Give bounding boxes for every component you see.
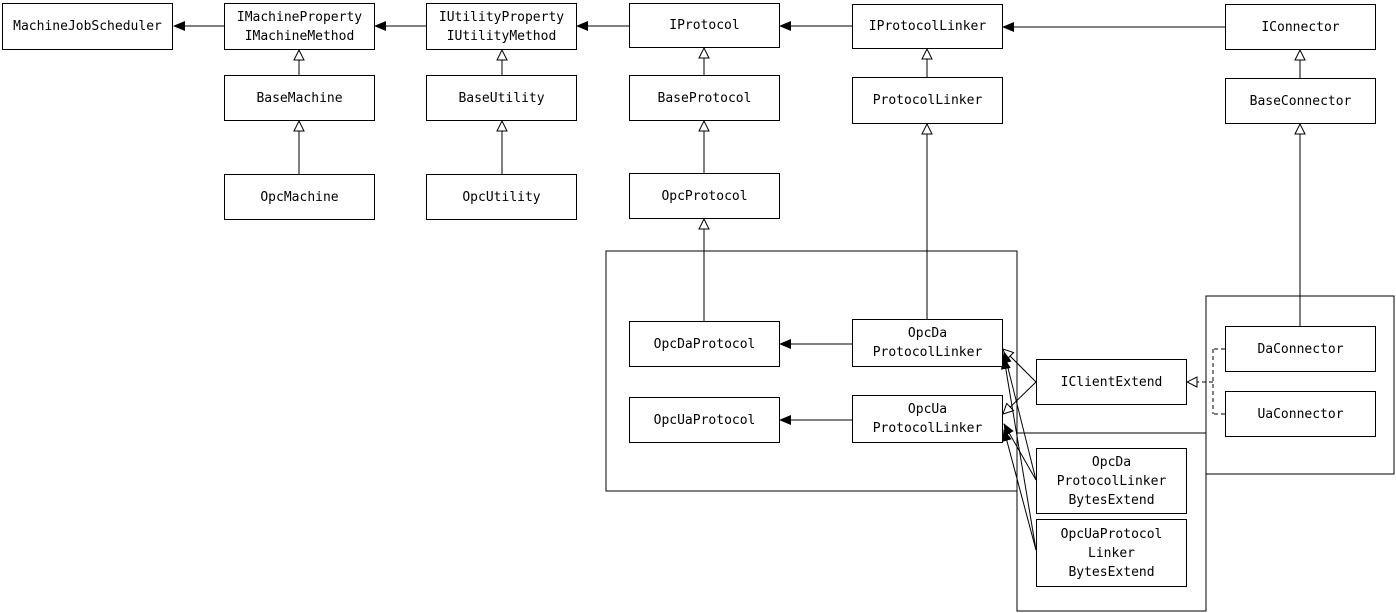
node-da-connector: DaConnector (1225, 326, 1376, 372)
node-base-machine: BaseMachine (224, 75, 375, 121)
bytes-extend-group-frame (1016, 432, 1207, 612)
node-iutility: IUtilityProperty IUtilityMethod (426, 3, 577, 50)
node-iclient-extend: IClientExtend (1036, 359, 1187, 405)
node-iconnector: IConnector (1225, 4, 1376, 50)
opc-protocol-group-frame (605, 250, 1018, 492)
node-protocol-linker: ProtocolLinker (852, 77, 1003, 124)
node-base-protocol: BaseProtocol (629, 75, 780, 121)
node-opc-da-bytes-extend: OpcDa ProtocolLinker BytesExtend (1036, 448, 1187, 514)
edge-uabytes-to-opcdalinker (1000, 357, 1037, 551)
node-iprotocol-linker: IProtocolLinker (852, 4, 1003, 49)
node-opc-ua-protocol: OpcUaProtocol (629, 397, 780, 443)
node-base-utility: BaseUtility (426, 75, 577, 121)
node-opc-ua-protocol-linker: OpcUa ProtocolLinker (852, 395, 1003, 443)
node-opc-da-protocol: OpcDaProtocol (629, 321, 780, 367)
node-opc-ua-bytes-extend: OpcUaProtocol Linker BytesExtend (1036, 519, 1187, 587)
edge-opcualinker-realizes-iclientextend (1003, 381, 1037, 414)
node-opc-utility: OpcUtility (426, 174, 577, 220)
node-base-connector: BaseConnector (1225, 78, 1376, 124)
node-iprotocol: IProtocol (629, 3, 780, 48)
node-ua-connector: UaConnector (1225, 391, 1376, 437)
node-machine-job-scheduler: MachineJobScheduler (2, 3, 173, 50)
node-imachine: IMachineProperty IMachineMethod (224, 3, 375, 50)
edge-uabytes-to-opcualinker (1002, 429, 1037, 551)
node-opc-protocol: OpcProtocol (629, 173, 780, 219)
node-opc-machine: OpcMachine (224, 174, 375, 220)
edge-dabytes-to-opcdalinker (1001, 351, 1037, 481)
node-opc-da-protocol-linker: OpcDa ProtocolLinker (852, 319, 1003, 367)
